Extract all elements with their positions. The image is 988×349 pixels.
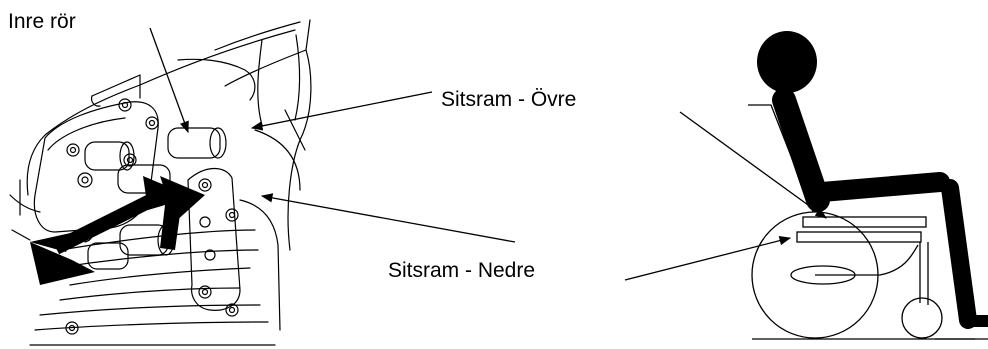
seat-frame-upper-pointer xyxy=(250,91,433,131)
callout-lines xyxy=(149,27,516,243)
upper-frame-pointer xyxy=(679,111,827,219)
seat-frame-upper-label: Sitsram - Övre xyxy=(441,88,577,111)
seat-mechanism-illustration xyxy=(9,19,312,346)
seat-frame-lower-pointer xyxy=(260,193,516,243)
inner-tube-pointer xyxy=(149,27,189,134)
double-headed-arrow-icon xyxy=(30,176,205,285)
inner-tube-label: Inre rör xyxy=(8,10,76,33)
wheelchair-callouts xyxy=(624,111,827,281)
wheelchair-illustration xyxy=(748,31,988,340)
lower-frame-pointer xyxy=(624,236,792,281)
seat-frame-lower-label: Sitsram - Nedre xyxy=(388,259,536,282)
